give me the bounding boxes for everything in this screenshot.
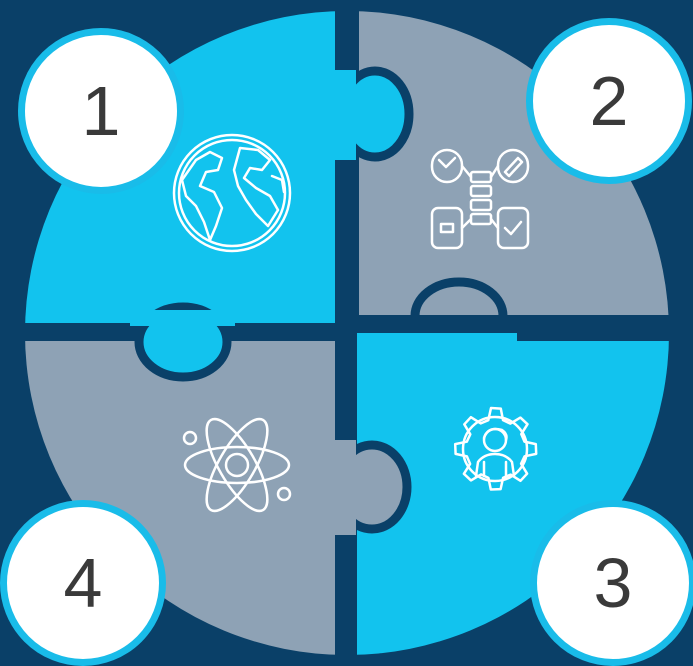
step-number-3: 3 [530, 500, 693, 666]
atom-icon [182, 417, 292, 513]
planning-flowchart-icon [430, 148, 530, 250]
puzzle-tab-top [326, 66, 414, 162]
globe-icon [172, 133, 292, 253]
puzzle-tab-bottom [326, 440, 412, 535]
puzzle-tab-right [350, 277, 520, 355]
step-number-4: 4 [0, 500, 166, 666]
step-number-2: 2 [526, 18, 692, 184]
person-gear-icon [453, 406, 538, 491]
step-number-1: 1 [18, 28, 184, 194]
puzzle-tab-left [130, 302, 235, 382]
